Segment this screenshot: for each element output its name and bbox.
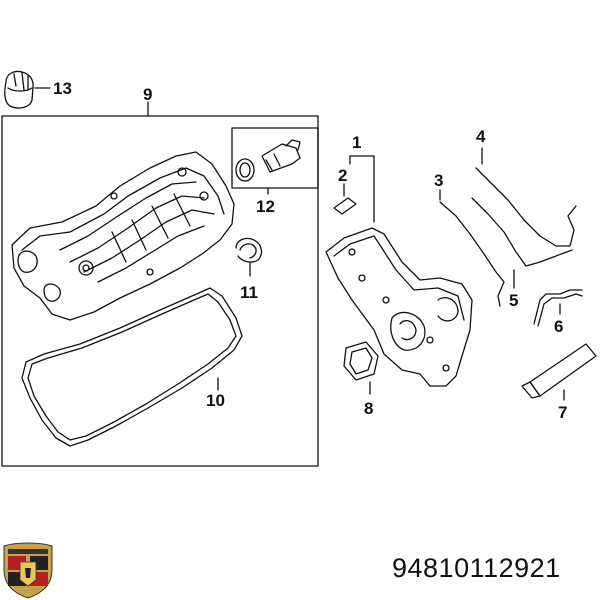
part-1-timing-cover (325, 155, 473, 387)
callout-13: 13 (53, 79, 72, 98)
part-9-valve-cover (11, 151, 235, 321)
callout-12: 12 (256, 197, 275, 216)
part-11-clamp (235, 237, 263, 277)
callout-5: 5 (509, 291, 518, 310)
callout-3: 3 (434, 171, 443, 190)
part-10-gasket (21, 287, 243, 447)
part-2-pin (333, 183, 357, 215)
part-13-oil-cap (4, 70, 51, 109)
callout-6: 6 (554, 317, 563, 336)
part-number: 94810112921 (392, 553, 561, 583)
part-4-gasket (471, 147, 577, 267)
part-3-gasket (439, 189, 505, 307)
callout-2: 2 (338, 166, 347, 185)
part-12-frame (231, 127, 319, 189)
group-9-frame (1, 101, 319, 467)
part-7-tube (521, 343, 597, 401)
callout-1: 1 (352, 133, 361, 152)
callout-7: 7 (558, 403, 567, 422)
part-6-pipe (533, 289, 583, 327)
callout-9: 9 (143, 85, 152, 104)
part-8-gasket (343, 341, 379, 395)
callout-11: 11 (240, 283, 258, 302)
callout-8: 8 (364, 399, 373, 418)
part-12-sensor (235, 139, 301, 195)
callout-10: 10 (206, 391, 225, 410)
porsche-crest-logo (3, 542, 53, 599)
callout-4: 4 (476, 127, 486, 146)
